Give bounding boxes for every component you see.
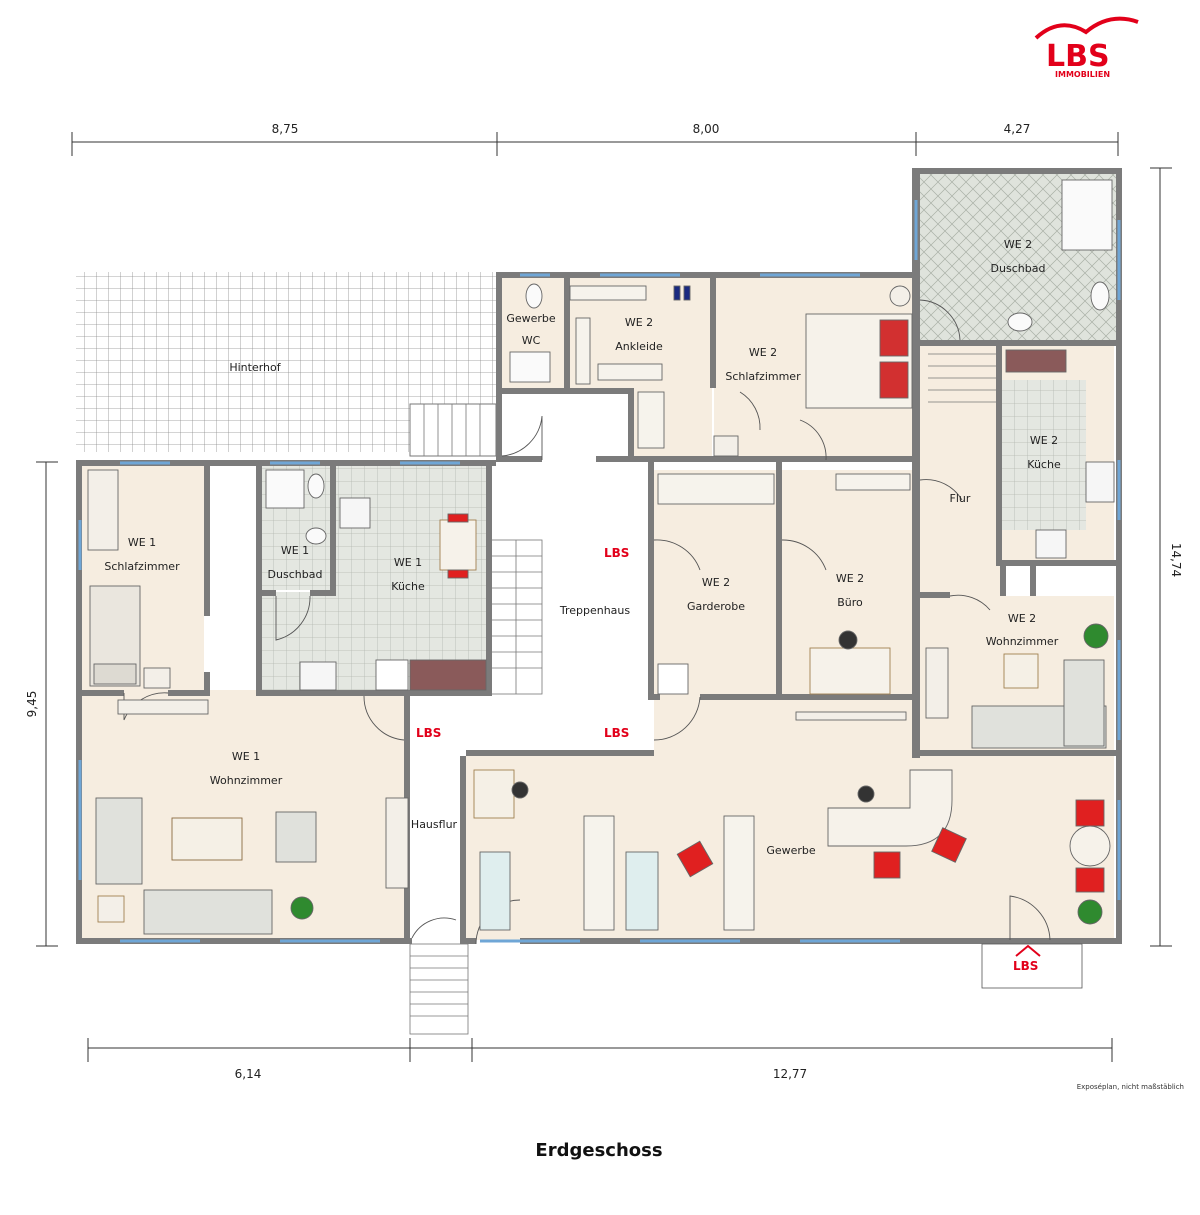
dim-top-3: 4,27 (1004, 122, 1031, 136)
lbs-markers: LBS LBS LBS LBS (416, 546, 1083, 989)
walls (76, 168, 1122, 944)
lbs-marker-treppenhaus-bottom: LBS (604, 726, 629, 740)
label-we1-duschbad-1: WE 1 (281, 544, 309, 557)
lbs-marker-treppenhaus-top: LBS (604, 546, 629, 560)
logo-text: LBS (1046, 39, 1110, 74)
windows (78, 200, 1121, 943)
entrance-stairs (409, 943, 469, 1035)
label-we1-schlafzimmer-1: WE 1 (128, 536, 156, 549)
label-we1-kueche-2: Küche (391, 580, 425, 593)
label-treppenhaus: Treppenhaus (559, 604, 631, 617)
dim-top-2: 8,00 (693, 122, 720, 136)
hinterhof-stairs (409, 403, 497, 457)
dim-top-1: 8,75 (272, 122, 299, 136)
label-we2-garderobe-2: Garderobe (687, 600, 745, 613)
plan-note: Exposéplan, nicht maßstäblich (1077, 1083, 1184, 1091)
dim-left: 9,45 (25, 691, 39, 718)
lbs-logo: LBS IMMOBILIEN (1034, 16, 1139, 79)
label-we1-duschbad-2: Duschbad (268, 568, 323, 581)
lbs-marker-hausflur: LBS (416, 726, 441, 740)
label-we2-schlafzimmer-1: WE 2 (749, 346, 777, 359)
dim-right: 14,74 (1169, 543, 1183, 577)
label-we2-buero-1: WE 2 (836, 572, 864, 585)
label-we2-kueche-2: Küche (1027, 458, 1061, 471)
label-we2-schlafzimmer-2: Schlafzimmer (725, 370, 801, 383)
label-gewerbe-wc-2: WC (522, 334, 541, 347)
label-we2-duschbad-1: WE 2 (1004, 238, 1032, 251)
lbs-marker-gewerbe-entrance: LBS (1013, 959, 1038, 973)
label-we1-schlafzimmer-2: Schlafzimmer (104, 560, 180, 573)
label-we2-garderobe-1: WE 2 (702, 576, 730, 589)
dim-bottom-2: 12,77 (773, 1067, 807, 1081)
label-we2-duschbad-2: Duschbad (991, 262, 1046, 275)
label-we2-ankleide-2: Ankleide (615, 340, 663, 353)
flur-stairs (928, 353, 996, 403)
label-we2-ankleide-1: WE 2 (625, 316, 653, 329)
doors (123, 299, 1051, 945)
label-hinterhof: Hinterhof (229, 361, 281, 374)
room-labels: Hinterhof Gewerbe WC WE 2 Ankleide WE 2 … (104, 238, 1061, 857)
furniture (87, 179, 1115, 935)
label-we2-wohnzimmer-2: Wohnzimmer (986, 635, 1059, 648)
label-we1-kueche-1: WE 1 (394, 556, 422, 569)
label-we2-buero-2: Büro (837, 596, 863, 609)
logo-subtitle: IMMOBILIEN (1055, 70, 1110, 79)
label-gewerbe: Gewerbe (766, 844, 816, 857)
dim-bottom-1: 6,14 (235, 1067, 262, 1081)
label-we1-wohnzimmer-2: Wohnzimmer (210, 774, 283, 787)
label-flur: Flur (950, 492, 971, 505)
plan-title: Erdgeschoss (535, 1140, 662, 1161)
label-we1-wohnzimmer-1: WE 1 (232, 750, 260, 763)
label-we2-kueche-1: WE 2 (1030, 434, 1058, 447)
label-gewerbe-wc-1: Gewerbe (506, 312, 556, 325)
dimension-lines (36, 132, 1172, 1062)
label-we2-wohnzimmer-1: WE 2 (1008, 612, 1036, 625)
label-hausflur: Hausflur (411, 818, 458, 831)
